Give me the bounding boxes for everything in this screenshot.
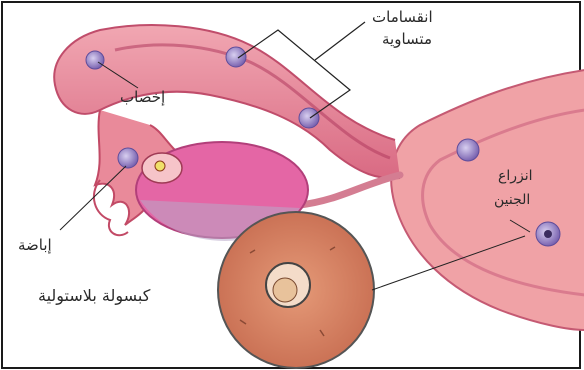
follicle-core (155, 161, 165, 171)
label-fertilization: إخصاب (120, 88, 165, 106)
label-equal-divisions-2: متساوية (382, 30, 432, 48)
label-implantation-2: الجنين (494, 192, 530, 208)
morula-stage (299, 108, 319, 128)
label-ovulation: إباضة (18, 236, 52, 254)
early-blastocyst (457, 139, 479, 161)
label-equal-divisions-1: انقسامات (372, 8, 433, 26)
blastocyst-zoom-inner (273, 278, 297, 302)
label-blastocyst-capsule: كبسولة بلاستولية (38, 286, 150, 305)
two-cell-stage (226, 47, 246, 67)
zygote-cell (86, 51, 104, 69)
label-implantation-1: انزراع (498, 168, 533, 184)
oocyte (118, 148, 138, 168)
embryo-nucleus (544, 230, 552, 238)
